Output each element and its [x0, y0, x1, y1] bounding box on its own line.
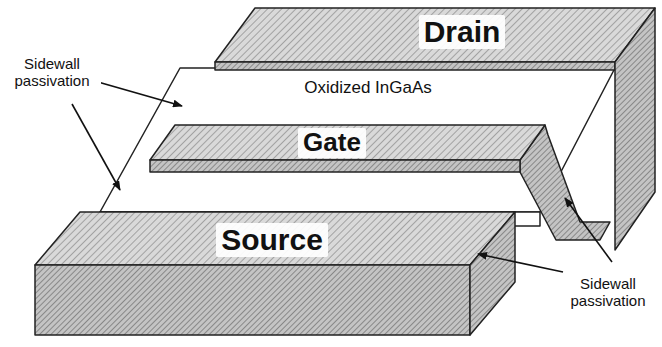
callout-label: Sidewall passivation	[559, 274, 657, 311]
part-name: Drain	[419, 15, 506, 50]
leader-arrows	[72, 82, 612, 272]
part-name: Gate	[298, 128, 366, 158]
callout-label: Sidewall passivation	[3, 54, 101, 91]
part-name: Oxidized InGaAs	[304, 78, 432, 98]
drain-block	[215, 8, 655, 62]
part-name: Source	[216, 223, 328, 258]
source-block	[35, 212, 515, 265]
